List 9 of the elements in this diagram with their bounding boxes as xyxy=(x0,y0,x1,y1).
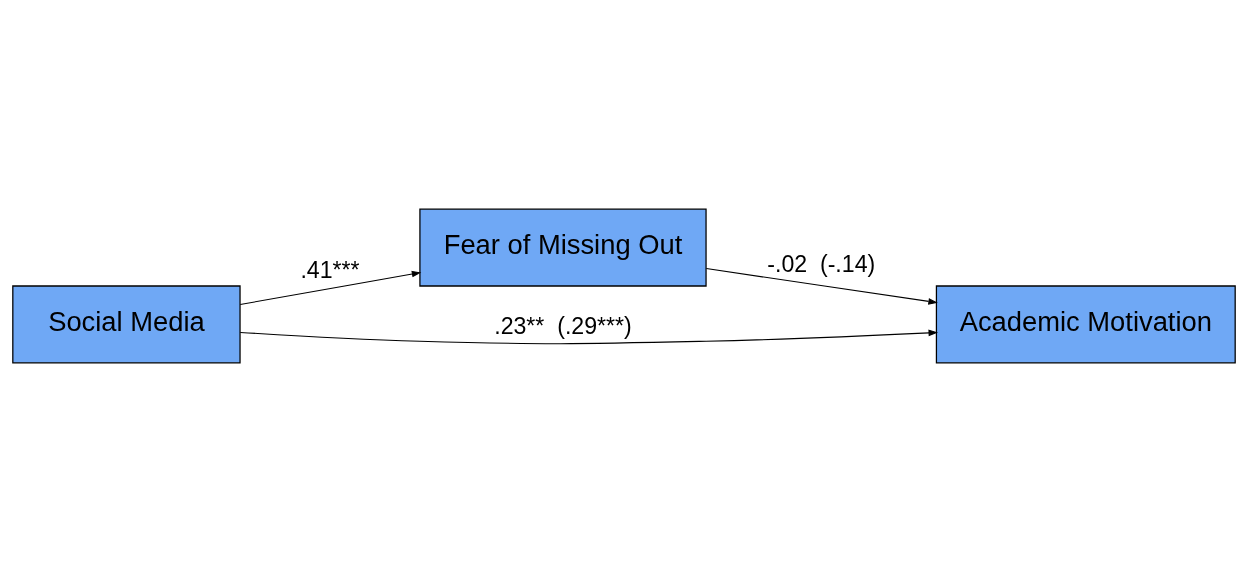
arrow xyxy=(705,267,938,305)
edge-label: .23** (.29***) xyxy=(494,312,632,339)
node-box: Academic Motivation xyxy=(935,284,1236,363)
arrow xyxy=(239,270,422,305)
edge-label: .41*** xyxy=(300,256,360,283)
node-box: Social Media xyxy=(12,284,241,363)
node-box: Fear of Missing Out xyxy=(419,208,707,287)
arrow xyxy=(239,329,938,344)
edge-label: -.02 (-.14) xyxy=(767,250,876,277)
